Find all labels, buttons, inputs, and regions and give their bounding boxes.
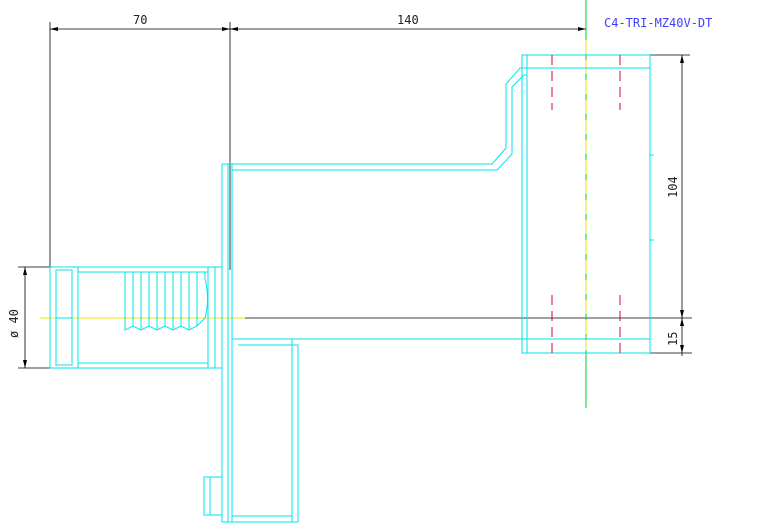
tool-holder-outline	[49, 54, 654, 523]
dim-140-label: 140	[397, 13, 419, 27]
hidden-lines	[551, 55, 621, 353]
dimension-arrows	[23, 27, 684, 368]
drawing-title: C4-TRI-MZ40V-DT	[604, 16, 712, 30]
dimension-lines	[18, 22, 692, 369]
dim-15-label: 15	[666, 332, 680, 346]
dim-70-label: 70	[133, 13, 147, 27]
dim-104-label: 104	[666, 176, 680, 198]
dim-diameter-label: ø 40	[7, 309, 21, 338]
